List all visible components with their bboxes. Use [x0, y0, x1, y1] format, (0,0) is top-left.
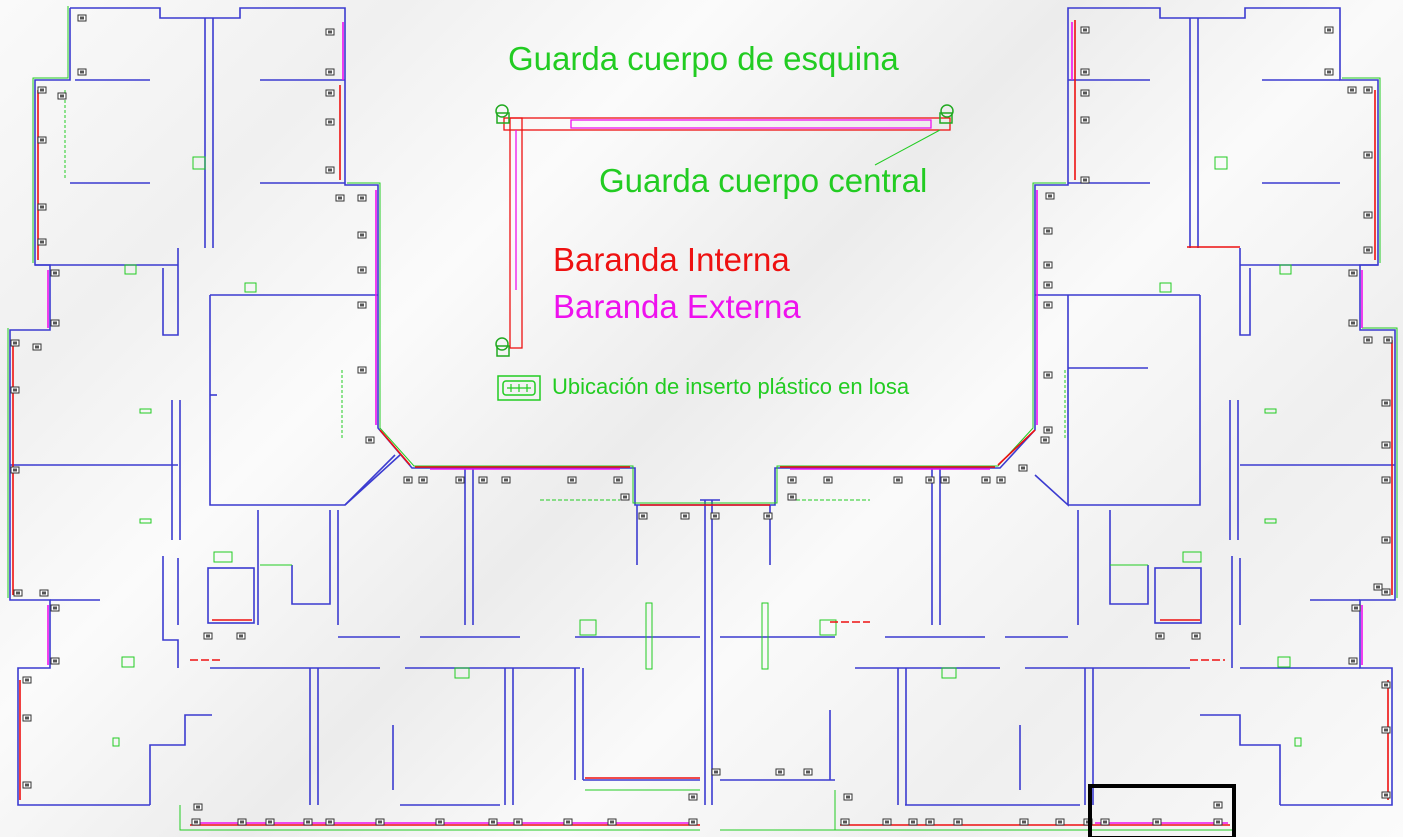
- internal-rail: [12, 20, 1393, 826]
- plastic-inserts: [10, 14, 1393, 826]
- green-details: [7, 6, 1398, 831]
- walls: [9, 7, 1396, 806]
- highlight-box: [1088, 784, 1236, 837]
- corner-guard-label: Guarda cuerpo de esquina: [508, 40, 899, 77]
- insert-location-label: Ubicación de inserto plástico en losa: [552, 374, 910, 399]
- internal-rail-label: Baranda Interna: [553, 241, 790, 278]
- corner-guard-icon: [495, 104, 954, 357]
- plastic-insert-icon: [497, 375, 541, 401]
- central-guard-label: Guarda cuerpo central: [599, 162, 928, 199]
- external-rail-label: Baranda Externa: [553, 288, 801, 325]
- guard-legend-drawing: [503, 117, 951, 349]
